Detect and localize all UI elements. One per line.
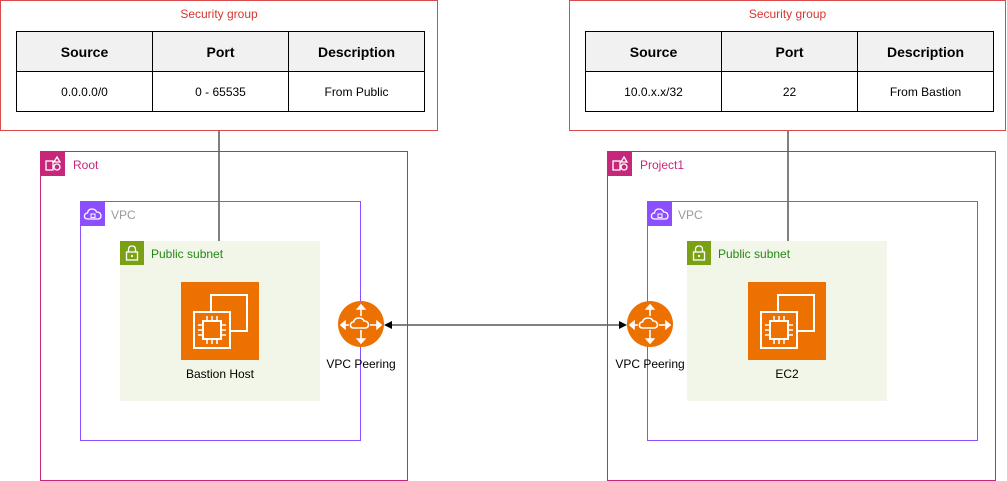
column-header-source: Source xyxy=(16,31,153,72)
subnet-label: Public subnet xyxy=(718,247,791,261)
ec2-chip-icon xyxy=(748,282,826,360)
vpc-peering-label: VPC Peering xyxy=(326,357,396,371)
cell-source: 0.0.0.0/0 xyxy=(16,71,153,112)
table-header-row: Source Port Description xyxy=(585,31,994,72)
security-group-title: Security group xyxy=(180,7,258,21)
vpc-cloud-icon xyxy=(648,202,672,226)
vpc-label: VPC xyxy=(111,208,136,222)
cell-port: 0 - 65535 xyxy=(152,71,289,112)
column-header-description: Description xyxy=(857,31,994,72)
security-group-rules-table: Source Port Description 0.0.0.0/0 0 - 65… xyxy=(16,31,425,112)
account-label: Root xyxy=(73,158,99,172)
account-label: Project1 xyxy=(640,158,685,172)
cell-source: 10.0.x.x/32 xyxy=(585,71,722,112)
vpc-label: VPC xyxy=(678,208,703,222)
column-header-source: Source xyxy=(585,31,722,72)
column-header-port: Port xyxy=(721,31,858,72)
column-header-port: Port xyxy=(152,31,289,72)
aws-account-icon xyxy=(41,152,65,176)
table-row: 10.0.x.x/32 22 From Bastion xyxy=(585,71,994,112)
padlock-icon xyxy=(120,241,144,265)
padlock-icon xyxy=(687,241,711,265)
ec2-chip-icon xyxy=(181,282,259,360)
vpc-cloud-icon xyxy=(81,202,105,226)
instance-label: Bastion Host xyxy=(185,367,255,381)
table-header-row: Source Port Description xyxy=(16,31,425,72)
security-group-rules-table: Source Port Description 10.0.x.x/32 22 F… xyxy=(585,31,994,112)
vpc-peering-label: VPC Peering xyxy=(615,357,685,371)
cell-description: From Bastion xyxy=(857,71,994,112)
column-header-description: Description xyxy=(288,31,425,72)
cell-port: 22 xyxy=(721,71,858,112)
instance-label: EC2 xyxy=(775,367,799,381)
security-group-title: Security group xyxy=(748,7,827,21)
cell-description: From Public xyxy=(288,71,425,112)
aws-account-icon xyxy=(608,152,632,176)
security-group-box: Security group Source Port Description 0… xyxy=(0,0,438,131)
table-row: 0.0.0.0/0 0 - 65535 From Public xyxy=(16,71,425,112)
vpc-peering-router-icon xyxy=(338,301,384,347)
vpc-peering-router-icon xyxy=(627,301,673,347)
subnet-label: Public subnet xyxy=(151,247,224,261)
security-group-box: Security group Source Port Description 1… xyxy=(569,0,1006,131)
